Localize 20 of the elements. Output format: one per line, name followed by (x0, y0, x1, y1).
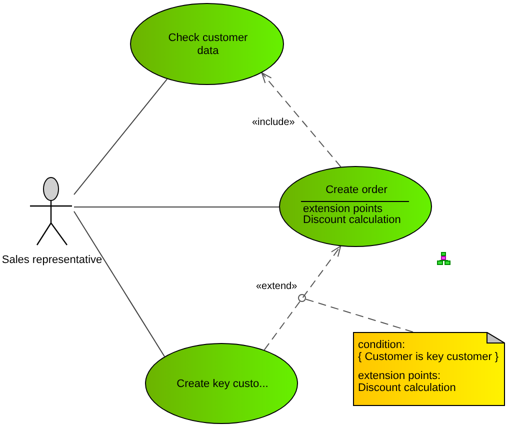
use-case-name: Create key custo... (176, 378, 268, 391)
note-text: { Customer is key customer } (358, 351, 499, 364)
dashed-arrow (261, 72, 342, 168)
note-box (353, 332, 505, 406)
extension-point-name: Discount calculation (303, 214, 401, 227)
dashed-arrow (264, 246, 342, 350)
solid-line (74, 78, 168, 196)
edge-label: «include» (252, 117, 295, 129)
actor-name: Sales representative (2, 254, 102, 267)
dashed-line (305, 298, 414, 332)
solid-line (74, 206, 280, 208)
edge-label: «extend» (256, 281, 298, 293)
solid-line (74, 210, 165, 357)
use-case-name: Check customer data (167, 32, 249, 58)
use-case-name: Create order (326, 184, 388, 197)
small-circle-icon (298, 294, 306, 302)
note-text: condition: (358, 339, 406, 352)
compartment-heading: extension points (303, 203, 382, 215)
note-text: extension points: (358, 370, 441, 383)
note-text: Discount calculation (358, 382, 456, 395)
